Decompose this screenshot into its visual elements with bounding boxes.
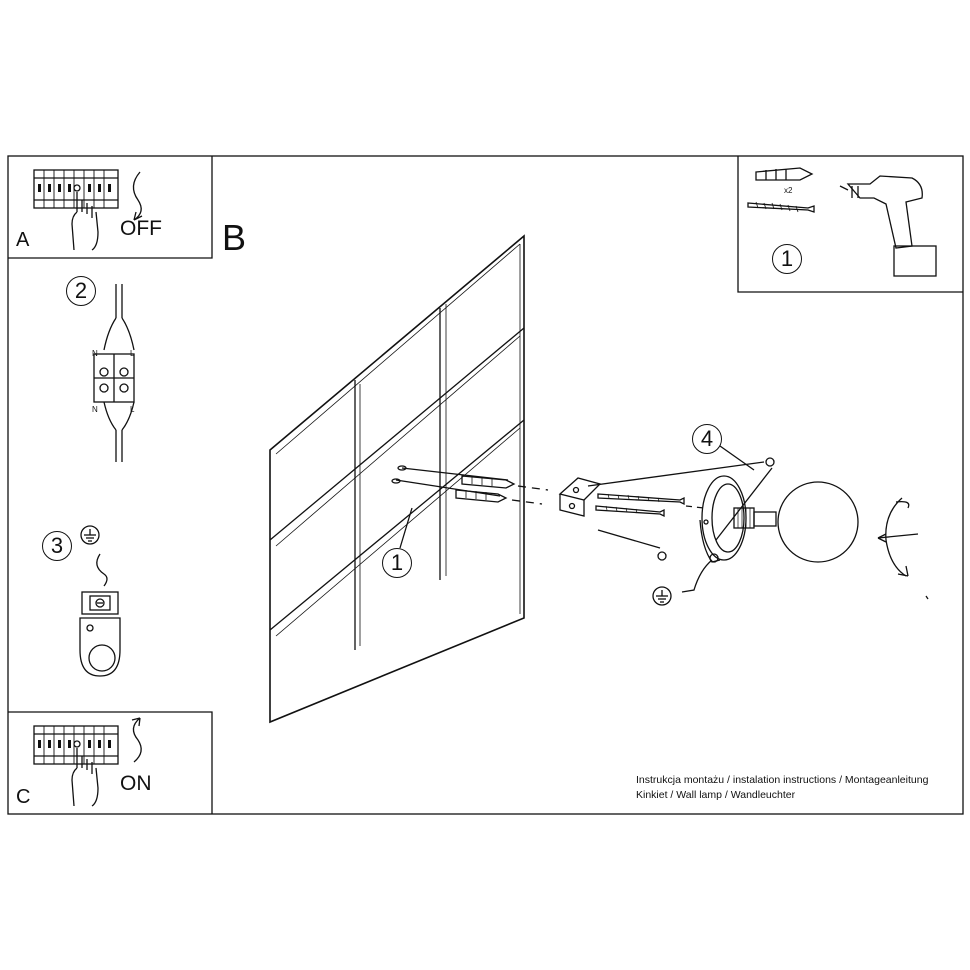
wire-label-n-top: N — [92, 349, 98, 358]
screw-icon — [747, 201, 815, 213]
off-label: OFF — [120, 217, 162, 240]
wire-label-l-top: L — [130, 349, 135, 358]
hand-icon — [71, 192, 99, 251]
caption-line-1: Instrukcja montażu / instalation instruc… — [636, 774, 929, 786]
nut-icon — [657, 551, 667, 561]
drill-icon — [839, 175, 937, 277]
canopy-screws — [595, 493, 705, 518]
lamp-canopy — [699, 475, 777, 563]
callout-4-marker: 4 — [692, 424, 722, 454]
wire-label-n-bottom: N — [92, 405, 98, 414]
panel-c-border — [8, 711, 213, 814]
ground-wire — [681, 559, 713, 593]
callout-1-marker: 1 — [382, 548, 412, 578]
wall-plug-icon — [755, 167, 814, 181]
arrow-down-icon — [132, 171, 143, 221]
mounting-bracket — [558, 477, 602, 517]
callout-4-leader — [587, 461, 765, 487]
callout-4-leader — [715, 467, 773, 541]
glass-globe — [777, 481, 859, 563]
panel-c-letter: C — [16, 786, 31, 808]
instruction-caption: Instrukcja montażu / instalation instruc… — [636, 773, 928, 803]
panel-a-border — [8, 156, 213, 259]
step-1-marker: 1 — [772, 244, 802, 274]
breaker-panel-a-icon — [33, 169, 119, 209]
wall-tiles — [269, 234, 525, 724]
on-label: ON — [120, 772, 152, 795]
main-letter: B — [222, 217, 247, 258]
quantity-label: x2 — [784, 186, 793, 195]
ground-terminal-icon — [79, 553, 121, 677]
hand-icon — [71, 748, 99, 807]
outer-frame — [7, 155, 964, 815]
callout-4-leader — [719, 445, 755, 471]
wire-label-l-bottom: L — [130, 405, 135, 414]
terminal-block-icon — [93, 284, 135, 462]
ground-symbol-icon — [652, 586, 672, 606]
breaker-panel-c-icon — [33, 725, 119, 765]
callout-4-leader — [597, 529, 661, 549]
step-3-marker: 3 — [42, 531, 72, 561]
rotate-arrow-icon — [877, 497, 919, 577]
panel-tools-border — [737, 156, 963, 293]
arrow-up-icon — [131, 717, 142, 763]
step-2-marker: 2 — [66, 276, 96, 306]
anchor-assembly — [391, 465, 549, 505]
callout-1-leader — [399, 507, 413, 549]
nut-icon — [765, 457, 775, 467]
panel-a-letter: A — [16, 229, 30, 251]
speck — [925, 595, 929, 600]
caption-line-2: Kinkiet / Wall lamp / Wandleuchter — [636, 789, 796, 801]
ground-symbol-icon — [80, 525, 100, 545]
